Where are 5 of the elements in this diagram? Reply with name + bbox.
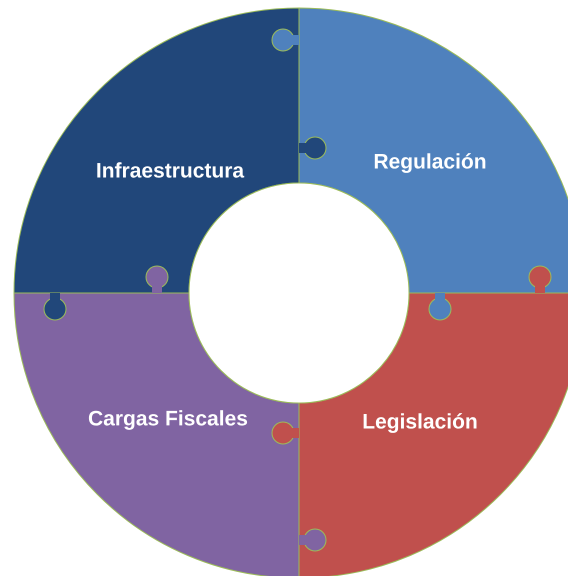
puzzle-piece: Regulación <box>298 8 568 294</box>
puzzle-piece: Infraestructura <box>14 8 300 294</box>
puzzle-piece: Cargas Fiscales <box>14 292 300 576</box>
puzzle-piece: Legislación <box>298 292 568 576</box>
center-hole <box>188 182 410 404</box>
